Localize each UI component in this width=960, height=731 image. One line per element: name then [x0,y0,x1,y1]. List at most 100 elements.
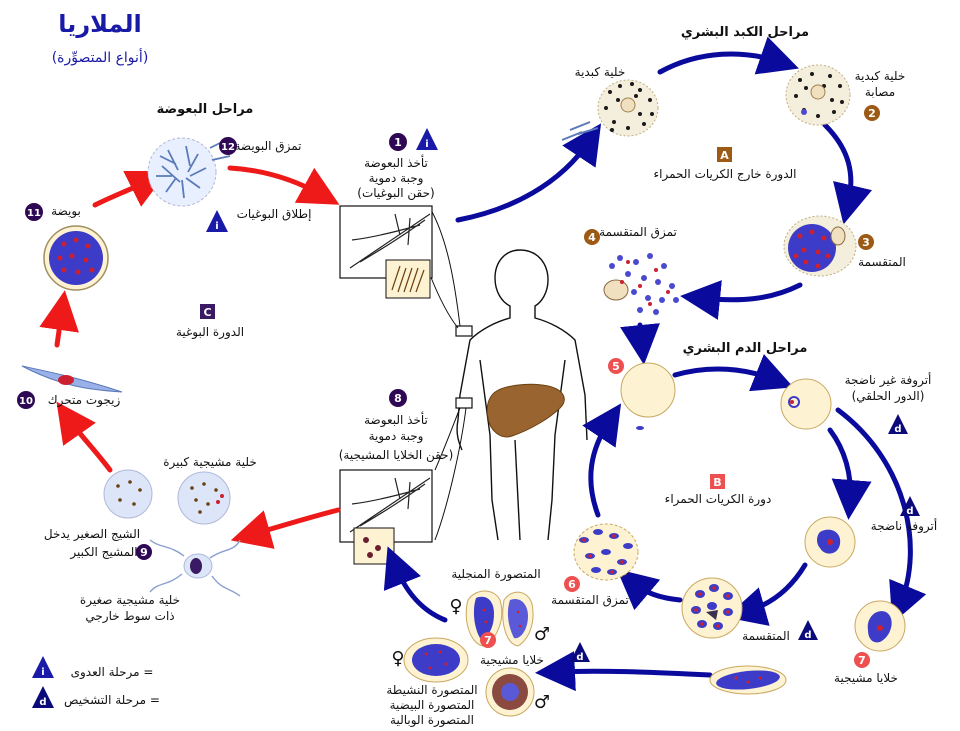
svg-text:i: i [41,667,44,678]
legend-diagnostic-label: مرحلة التشخيص = [64,693,160,708]
label-schizont-rupture-liver: تمزق المتقسمة [599,225,677,240]
blood-schizont [681,577,743,639]
svg-text:7: 7 [484,634,492,647]
svg-text:5: 5 [612,360,620,373]
diagnostic-badge-1: d [888,414,908,435]
label-gametocytes-left: خلايا مشيجية [480,653,544,667]
svg-text:B: B [713,476,721,489]
hepatocyte-cell [561,79,659,141]
label-liver-schizont: المتقسمة [858,255,906,269]
cycle-letter-c: C [200,304,215,319]
ruptured-oocyst [147,137,231,207]
diagnostic-badge-4: d [570,642,590,663]
stage-number-2: 2 [864,105,880,121]
svg-text:9: 9 [140,546,148,559]
falciparum-male-gametocyte [502,591,534,647]
symbol-female-upper: ♀ [449,596,462,617]
skin-marker-lower [455,397,473,409]
legend-infective-badge: i [32,656,54,678]
page-subtitle: (أنواع المتصوِّرة) [52,48,149,66]
svg-text:4: 4 [588,231,596,244]
macrogametocyte [177,471,231,525]
immature-trophozoite [780,378,832,430]
label-infected-liver-cell-l1: خلية كبدية [855,69,906,83]
cycle-label-erythrocytic: دورة الكريات الحمراء [665,492,772,507]
svg-text:8: 8 [394,392,402,405]
label-species-ovale: المتصورة البيضية [390,698,475,713]
label-oocyst: بويضة [51,204,81,219]
ookinete [21,365,123,393]
label-ookinete: زيجوت متحرك [48,393,121,408]
stage-number-12: 12 [219,137,237,155]
label-blood-schizont: المتقسمة [742,629,790,643]
arrows-red [39,165,341,549]
stage-number-7a: 7 [854,652,870,668]
svg-text:i: i [215,221,218,232]
mature-trophozoite [804,516,856,568]
stage8-line2: وجبة دموية [369,429,424,444]
stage1-line1: تأخذ البعوضة [364,154,428,171]
legend-infective-label: مرحلة العدوى = [71,665,154,680]
svg-text:12: 12 [221,142,235,153]
cycle-letter-a: A [717,147,732,162]
stage-number-1: 1 [389,133,407,151]
page-title: الملاريا [58,10,141,38]
symbol-female-lower: ♀ [391,648,404,669]
stage-number-11: 11 [25,203,43,221]
stage-number-7b: 7 [480,632,496,648]
liver-organ [486,383,565,438]
exflagellated-microgamete [149,539,241,597]
falciparum-gametocyte-elongated [709,665,787,695]
svg-text:2: 2 [868,107,876,120]
label-fertilization-l1: الشيج الصغير يدخل [44,527,140,542]
label-fertilization-l2: المشيج الكبير [69,545,137,560]
svg-text:i: i [425,139,428,150]
microgametocyte-round [103,469,153,519]
svg-text:10: 10 [19,396,33,407]
cycle-letter-b: B [710,474,725,489]
label-mature-trophozoite: أتروفة ناضجة [871,518,937,534]
infective-badge-2: i [206,210,228,232]
symbol-male-lower: ♂ [534,692,550,713]
svg-text:d: d [576,652,583,663]
svg-text:3: 3 [862,236,870,249]
ruptured-liver-schizont [603,253,679,315]
svg-text:d: d [39,697,46,708]
label-schizont-rupture-blood: تمزق المتقسمة [551,593,629,608]
other-species-male-gametocyte [485,667,535,717]
stage-number-5: 5 [608,358,624,374]
svg-text:d: d [906,506,913,517]
stage8-line1: تأخذ البعوضة [364,411,428,428]
stage-number-10: 10 [17,391,35,409]
label-species-vivax: المتصورة النشيطة [386,683,477,698]
mosquito-bite-box-1 [339,205,433,299]
label-macrogametocyte: خلية مشيجية كبيرة [163,455,257,470]
falciparum-female-gametocyte [465,590,503,647]
infected-hepatocyte [785,64,851,126]
diagnostic-badge-3: d [798,620,818,641]
label-infected-liver-cell-l2: مصابة [865,85,895,99]
label-oocyst-rupture: تمزق البويضة [234,139,301,154]
stage1-line2: وجبة دموية [369,171,424,186]
label-microgametocyte-l1: خلية مشيجية صغيرة [80,593,180,608]
section-blood-stages: مراحل الدم البشري [683,341,808,356]
label-species-malariae: المتصورة الوبالية [390,713,474,728]
svg-text:A: A [720,149,729,162]
svg-text:C: C [203,306,211,319]
diagnostic-badge-2: d [900,496,920,517]
label-microgametocyte-l2: ذات سوط خارجي [85,609,174,624]
human-body-outline [456,249,588,541]
stage-number-4: 4 [584,229,600,245]
mosquito-bite-box-8 [339,469,433,565]
svg-text:6: 6 [568,578,576,591]
cycle-label-sporogonic: الدورة البوغية [176,325,244,340]
section-mosquito-stages: مراحل البعوضة [157,102,254,117]
label-immature-trophozoite-l1: أتروفة غير ناضجة [845,372,932,388]
stage8-line3: (حقن الخلايا المشيجية) [339,448,454,463]
svg-text:1: 1 [394,136,402,149]
label-falciparum: المتصورة المنجلية [451,567,540,582]
arrows-blue [383,36,927,692]
gametocyte-right [854,600,906,652]
other-species-female-gametocyte [403,637,469,683]
